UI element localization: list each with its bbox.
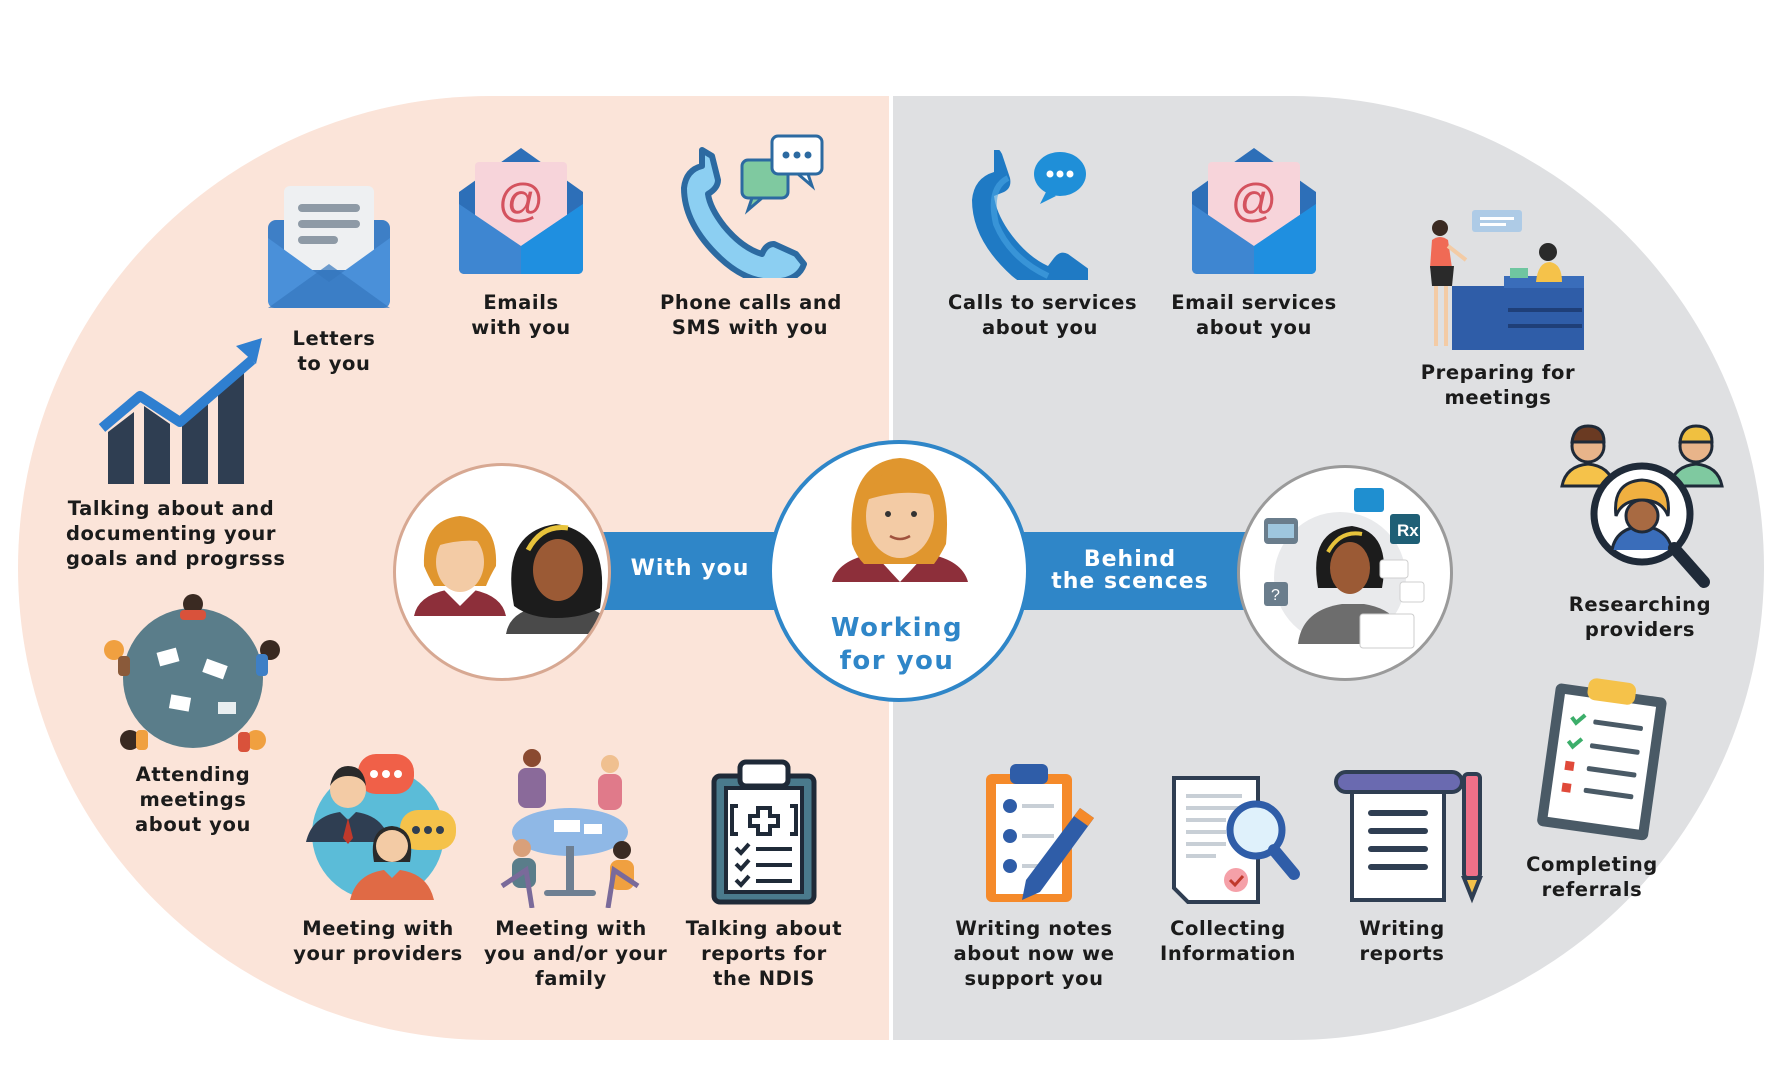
letters-label: Letters to you [254, 326, 414, 376]
preparing-line1: Preparing for [1420, 361, 1576, 384]
email-at-icon: @ [459, 148, 583, 274]
medical-report-clipboard-icon [711, 759, 817, 905]
referrals-label: Completing referrals [1514, 852, 1670, 902]
calls-line2: about you [982, 316, 1098, 339]
notes-line1: Writing notes [955, 917, 1113, 940]
attending-line2: meetings [139, 788, 247, 811]
email-services-line1: Email services [1171, 291, 1337, 314]
reports-line2: reports [1359, 942, 1445, 965]
email-services-icon: @ [1192, 148, 1316, 274]
meeting-providers-line1: Meeting with [302, 917, 454, 940]
phone-line2: SMS with you [671, 316, 829, 339]
meeting-family-label: Meeting with you and/or your family [484, 916, 668, 991]
rx-text: Rx [1397, 521, 1419, 540]
phone-sms-label: Phone calls and SMS with you [660, 290, 842, 340]
with-you-label: With you [630, 556, 750, 581]
attending-line1: Attending [135, 763, 251, 786]
reception-desk-icon [1430, 210, 1584, 350]
working-for-you-title: Working for you [790, 612, 1004, 678]
providers-meeting-icon [306, 754, 456, 900]
letters-line2: to you [297, 352, 371, 375]
center-title-line1: Working [830, 613, 964, 643]
letters-line1: Letters [292, 327, 376, 350]
ndis-line3: the NDIS [713, 967, 815, 990]
notes-clipboard-pencil-icon [986, 764, 1094, 902]
preparing-label: Preparing for meetings [1410, 360, 1586, 410]
phone-line1: Phone calls and [660, 291, 842, 314]
preparing-line2: meetings [1444, 386, 1552, 409]
emails-line2: with you [471, 316, 571, 339]
checklist-clipboard-icon [1537, 678, 1667, 841]
scroll-pen-icon [1334, 770, 1483, 904]
worker-avatar-icon [832, 458, 968, 582]
collecting-line2: Information [1160, 942, 1296, 965]
center-title-line2: for you [839, 646, 955, 676]
researching-line1: Researching [1568, 593, 1712, 616]
collecting-label: Collecting Information [1140, 916, 1316, 966]
meeting-family-line3: family [535, 967, 607, 990]
phone-sms-icon [681, 134, 824, 278]
working-for-you-circle [768, 440, 1030, 702]
notes-line2: about now we [953, 942, 1115, 965]
at-sign-text: @ [498, 174, 545, 226]
goals-line1: Talking about and [67, 497, 275, 520]
behind-label-line2: the scences [1051, 569, 1209, 594]
round-table-meeting-icon [104, 594, 280, 752]
reports-line1: Writing [1359, 917, 1445, 940]
search-people-icon [1560, 424, 1724, 588]
attending-label: Attending meetings about you [120, 762, 266, 837]
at-sign-text-2: @ [1231, 174, 1278, 226]
ndis-line2: reports for [701, 942, 827, 965]
behind-band [1010, 532, 1250, 610]
attending-line3: about you [135, 813, 251, 836]
collecting-line1: Collecting [1170, 917, 1286, 940]
ndis-line1: Talking about [685, 917, 843, 940]
meeting-providers-line2: your providers [293, 942, 463, 965]
email-services-line2: about you [1196, 316, 1312, 339]
reports-label: Writing reports [1332, 916, 1472, 966]
notes-line3: support you [964, 967, 1104, 990]
goals-line3: goals and progrsss [66, 547, 286, 570]
referrals-line2: referrals [1541, 878, 1643, 901]
behind-scenes-circle: Rx ? [1237, 465, 1453, 681]
behind-label: Behind the scences [1030, 549, 1230, 593]
growth-chart-icon [98, 338, 262, 484]
phone-call-icon [972, 150, 1088, 280]
researching-label: Researching providers [1562, 592, 1718, 642]
notes-label: Writing notes about now we support you [946, 916, 1122, 991]
ndis-label: Talking about reports for the NDIS [676, 916, 852, 991]
meeting-family-line2: you and/or your [484, 942, 668, 965]
family-meeting-icon [500, 749, 640, 908]
support-worker-icon: Rx ? [1264, 488, 1425, 649]
document-search-icon [1172, 776, 1300, 904]
researching-line2: providers [1584, 618, 1696, 641]
goals-label: Talking about and documenting your goals… [66, 496, 286, 571]
emails-line1: Emails [483, 291, 559, 314]
meeting-providers-label: Meeting with your providers [290, 916, 466, 966]
meeting-family-line1: Meeting with [495, 917, 647, 940]
behind-label-line1: Behind [1083, 547, 1177, 572]
goals-line2: documenting your [66, 522, 277, 545]
with-you-band [595, 532, 785, 610]
calls-label: Calls to services about you [948, 290, 1138, 340]
question-text: ? [1271, 587, 1280, 604]
email-services-label: Email services about you [1164, 290, 1344, 340]
referrals-line1: Completing [1526, 853, 1658, 876]
with-you-people-circle [393, 463, 611, 681]
people-icon [414, 516, 608, 634]
emails-label: Emails with you [445, 290, 597, 340]
calls-line1: Calls to services [948, 291, 1138, 314]
envelope-letter-icon [268, 186, 390, 308]
